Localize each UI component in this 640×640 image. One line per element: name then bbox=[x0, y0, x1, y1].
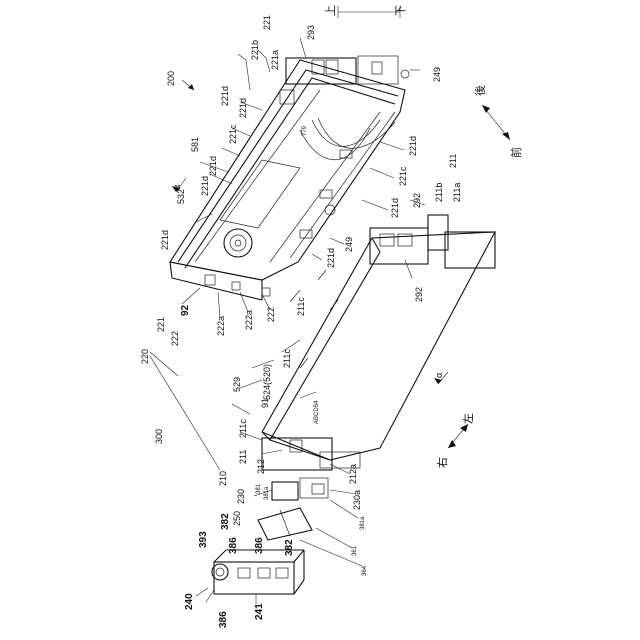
ref-221d-5: 221d bbox=[200, 176, 210, 196]
ref-abcd54: ABCD54 bbox=[314, 400, 320, 424]
dir-back-label: 後 bbox=[473, 85, 487, 96]
dir-left-label: 左 bbox=[462, 413, 475, 424]
ref-364: 364 bbox=[362, 565, 368, 576]
alpha-label-2: α bbox=[434, 373, 444, 378]
ref-211c-1: 211c bbox=[296, 297, 306, 316]
ref-581: 581 bbox=[190, 137, 200, 152]
ref-210: 210 bbox=[218, 471, 228, 486]
ref-532: 532 bbox=[176, 189, 186, 204]
dir-right-label: 右 bbox=[435, 457, 449, 468]
ref-382-1: 382 bbox=[220, 513, 231, 530]
ref-92: 92 bbox=[180, 304, 191, 316]
leader-lines bbox=[150, 38, 425, 604]
ref-361: 361 bbox=[352, 545, 358, 556]
ref-222-1: 222 bbox=[170, 331, 180, 346]
ref-241: 241 bbox=[254, 603, 265, 620]
ref-386-1: 386 bbox=[228, 537, 239, 554]
ref-221c-2: 221c bbox=[398, 166, 408, 186]
ref-200: 200 bbox=[166, 71, 176, 86]
ref-221-b: 221 bbox=[156, 317, 166, 332]
ref-221d-7: 221d bbox=[390, 198, 400, 218]
ref-221a: 221a bbox=[270, 50, 280, 70]
ref-200-arrowhead bbox=[188, 84, 194, 90]
ref-524: 524(520) bbox=[262, 364, 272, 400]
ref-221d-8: 221d bbox=[326, 248, 336, 268]
ref-529: 529 bbox=[232, 377, 242, 392]
ref-221c-1: 221c bbox=[228, 124, 238, 144]
ref-221d-2: 221d bbox=[220, 86, 230, 106]
ref-393: 393 bbox=[198, 531, 209, 548]
ref-212a: 212a bbox=[348, 464, 358, 484]
ref-221d-4: 221d bbox=[408, 136, 418, 156]
ref-211c-3: 211c bbox=[238, 419, 248, 438]
ref-211b: 211b bbox=[434, 183, 444, 202]
ref-211-b: 211 bbox=[238, 450, 248, 464]
ref-221d-1: 221d bbox=[238, 98, 248, 118]
ref-222a-2: 222a bbox=[244, 310, 254, 330]
ref-221: 221 bbox=[262, 15, 272, 30]
ref-211: 211 bbox=[448, 154, 458, 168]
ref-91: 91 bbox=[260, 398, 270, 408]
ref-250: 250 bbox=[232, 511, 242, 526]
ref-221d-3: 221d bbox=[208, 156, 218, 176]
ref-212: 212 bbox=[256, 459, 266, 474]
reference-labels: 200 221b 221 221a 293 249 221d 221c 221d… bbox=[140, 15, 462, 628]
dir-front-label: 前 bbox=[509, 147, 523, 158]
ref-240: 240 bbox=[184, 593, 195, 610]
ref-381a-2: 381a bbox=[360, 516, 366, 530]
direction-arrows bbox=[338, 6, 510, 448]
ref-293: 293 bbox=[306, 25, 316, 40]
ref-211a: 211a bbox=[452, 183, 462, 202]
ref-240-arrow bbox=[196, 588, 208, 596]
ref-381-1: 381 bbox=[256, 483, 262, 494]
ref-386-2: 386 bbox=[254, 537, 265, 554]
ref-292-bot: 292 bbox=[414, 287, 424, 302]
ref-779: 779 bbox=[302, 125, 308, 136]
ref-382-2: 382 bbox=[284, 539, 295, 556]
ref-386-3: 386 bbox=[218, 611, 229, 628]
ref-249-mid: 249 bbox=[344, 237, 354, 252]
alpha-label-1: α bbox=[172, 185, 182, 190]
dir-up-label: 上 bbox=[324, 5, 337, 16]
lower-housing bbox=[262, 215, 495, 470]
ref-292-top: 292 bbox=[412, 193, 422, 208]
ref-222-2: 222 bbox=[266, 307, 276, 322]
ref-220: 220 bbox=[140, 349, 150, 364]
ref-230: 230 bbox=[236, 489, 246, 504]
ref-249-top: 249 bbox=[432, 67, 442, 82]
ref-211c-2: 211c bbox=[282, 349, 292, 368]
ref-221d-6: 221d bbox=[160, 230, 170, 250]
ref-222a-1: 222a bbox=[216, 316, 226, 336]
ref-230a: 230a bbox=[352, 490, 362, 510]
dir-down-label: 下 bbox=[394, 5, 407, 16]
ref-381a-1: 381a bbox=[264, 486, 270, 500]
ref-300: 300 bbox=[154, 429, 164, 444]
ref-221b: 221b bbox=[250, 40, 260, 60]
